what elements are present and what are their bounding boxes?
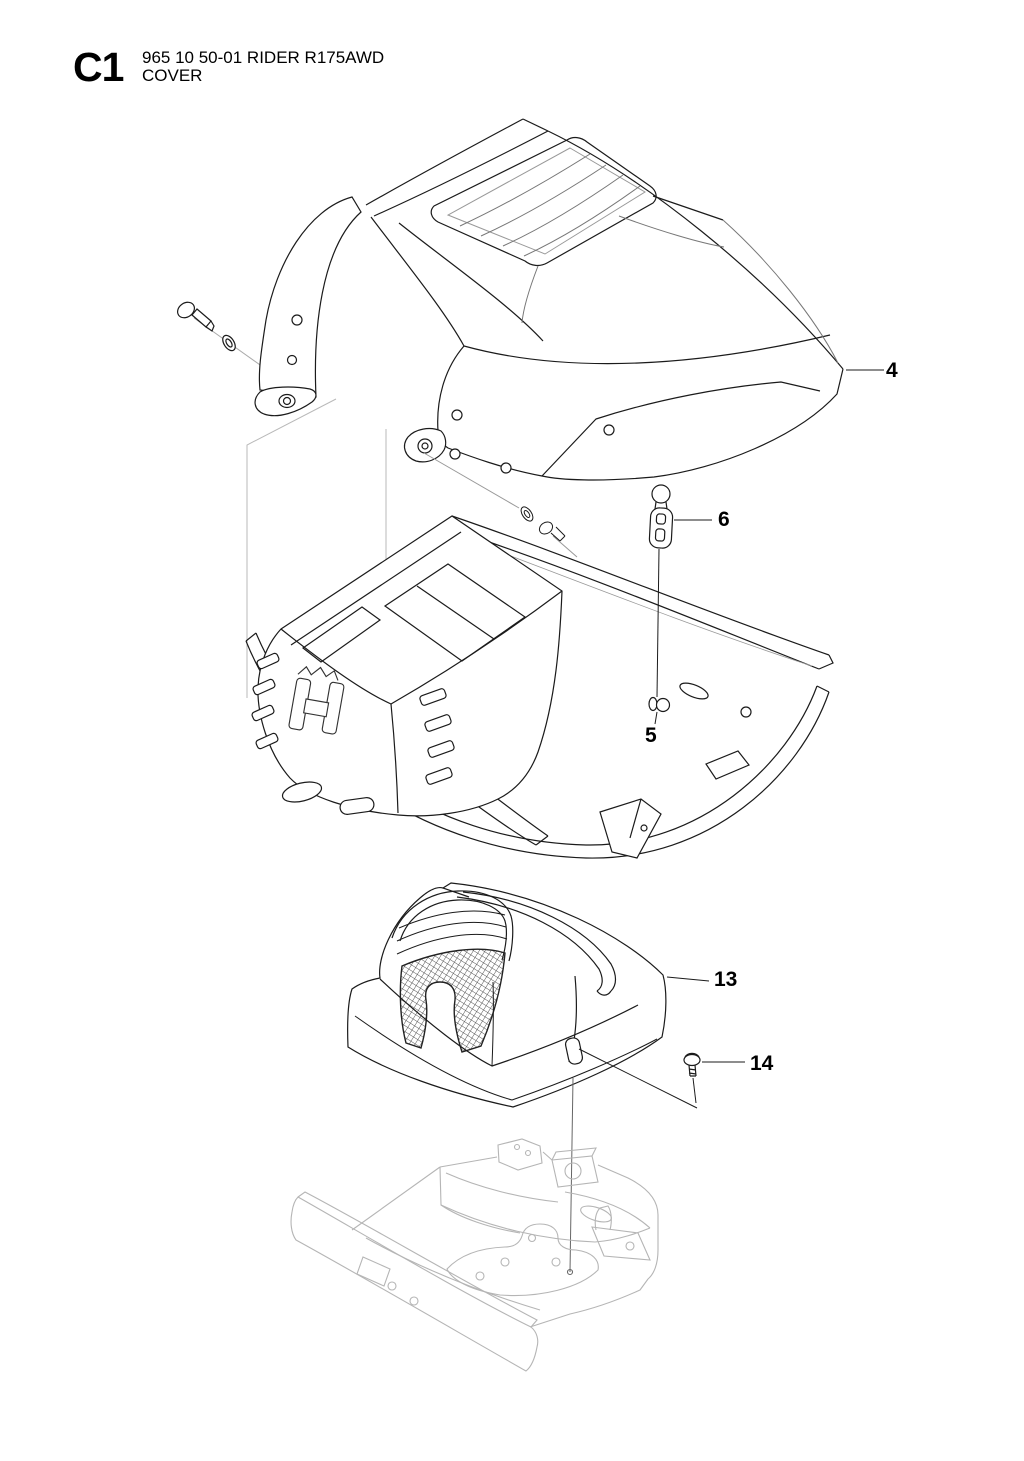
grille-box-drawing bbox=[251, 515, 563, 817]
part-label-5: 5 bbox=[645, 724, 657, 747]
chassis-reference-drawing bbox=[290, 1138, 659, 1372]
part-label-6: 6 bbox=[718, 508, 730, 531]
top-cover-drawing bbox=[254, 118, 884, 481]
hood-bolt-drawing bbox=[177, 301, 302, 395]
hinge-leader-line bbox=[423, 452, 578, 558]
diagram-code: C1 bbox=[73, 44, 124, 90]
link-plate-drawing bbox=[648, 484, 712, 698]
diagram-title: 965 10 50-01 RIDER R175AWD bbox=[142, 48, 385, 67]
part-label-14: 14 bbox=[750, 1052, 774, 1075]
diagram-subtitle: COVER bbox=[142, 66, 203, 85]
part-label-13: 13 bbox=[714, 968, 738, 991]
screw-drawing bbox=[683, 1052, 745, 1104]
pin-drawing bbox=[648, 696, 671, 725]
husqvarna-logo bbox=[288, 665, 345, 735]
part-label-4: 4 bbox=[886, 359, 898, 382]
engine-cover-drawing bbox=[347, 882, 710, 1273]
reference-plane-lines bbox=[246, 398, 387, 698]
